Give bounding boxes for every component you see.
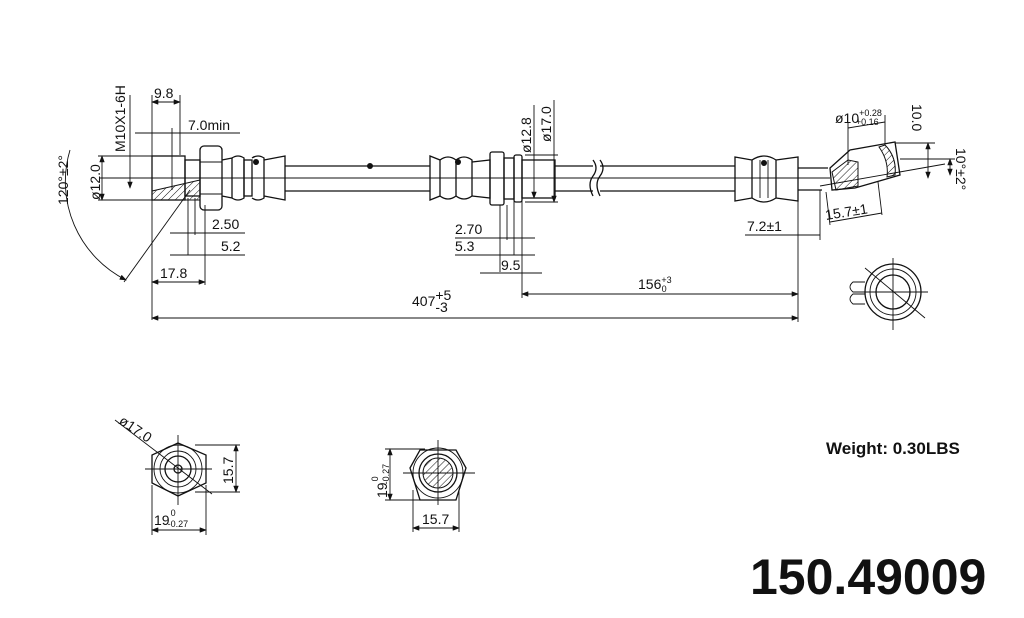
dim-407: 407: [412, 293, 436, 309]
svg-text:156+30: 156+30: [638, 275, 672, 294]
hose-body: [100, 159, 830, 197]
hex1-across: 19: [154, 512, 170, 528]
hex-view-2: 190-0.27 15.7: [370, 440, 475, 532]
weight-label: Weight: 0.30LBS: [826, 439, 960, 458]
dim-dia-10: ø10: [835, 110, 859, 126]
dim-10-0: 10.0: [909, 104, 925, 131]
dim-dia-12-8: ø12.8: [518, 117, 534, 153]
svg-text:190-0.27: 190-0.27: [370, 464, 391, 498]
dim-angle-120: 120°±2°: [55, 155, 71, 205]
dim-2-50: 2.50: [212, 216, 239, 232]
dim-9-5: 9.5: [501, 257, 521, 273]
right-dimensions: 7.2±1 15.7±1 ø10+0.28+0.16 10.0 10°±2°: [745, 104, 969, 240]
svg-text:190-0.27: 190-0.27: [154, 508, 188, 529]
dim-17-8: 17.8: [160, 265, 187, 281]
hex2-across: 19: [374, 482, 390, 498]
hex-view-1: ø17.0 15.7 190-0.27: [114, 412, 240, 535]
dim-7-min: 7.0min: [188, 117, 230, 133]
dim-156: 156: [638, 276, 662, 292]
svg-text:407+5-3: 407+5-3: [412, 287, 452, 315]
middle-dimensions: 2.70 5.3 9.5 ø12.8 ø17.0: [455, 100, 558, 298]
dim-15-7-tol: 15.7±1: [824, 200, 869, 223]
hex1-flat: 15.7: [220, 457, 236, 484]
left-dimensions: 9.8 7.0min M10X1-6H ø12.0 120°±2° 2.50 5…: [55, 85, 245, 320]
dim-5-3: 5.3: [455, 238, 475, 254]
left-fitting: [151, 145, 286, 211]
middle-fitting: [429, 151, 556, 206]
dim-5-2: 5.2: [221, 238, 241, 254]
end-view-right: [849, 258, 928, 330]
dim-angle-10: 10°±2°: [953, 148, 969, 190]
dim-thread: M10X1-6H: [112, 85, 128, 152]
hex1-dia: ø17.0: [116, 412, 155, 445]
dim-2-70: 2.70: [455, 221, 482, 237]
hex2-flat: 15.7: [422, 511, 449, 527]
dim-dia-12: ø12.0: [87, 164, 103, 200]
dim-dia-17: ø17.0: [538, 106, 554, 142]
part-number: 150.49009: [750, 549, 986, 605]
dim-9-8: 9.8: [154, 85, 174, 101]
dim-7-2: 7.2±1: [747, 218, 782, 234]
right-fitting: [734, 141, 946, 203]
svg-text:ø10+0.28+0.16: ø10+0.28+0.16: [835, 108, 882, 127]
